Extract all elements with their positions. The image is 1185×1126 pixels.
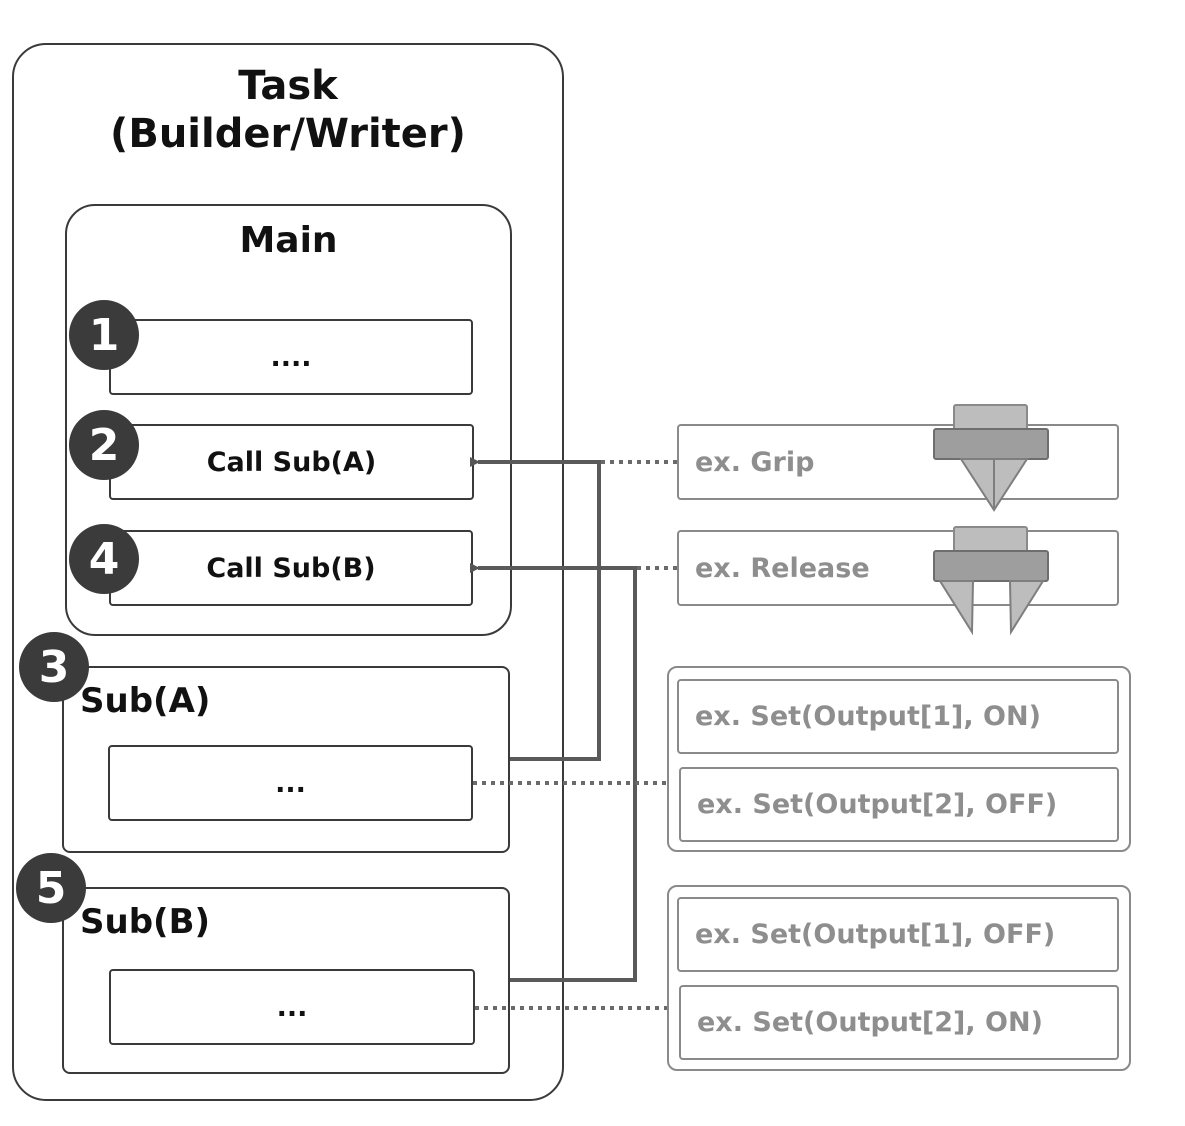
step-badge-2: 2 [69,410,139,480]
example-sub-a-output-1: ex. Set(Output[1], ON) [677,679,1119,754]
main-step-call-sub-a: Call Sub(A) [109,424,474,500]
example-sub-b-output-2-label: ex. Set(Output[2], ON) [697,1007,1043,1038]
main-step-call-sub-b-label: Call Sub(B) [206,552,376,584]
arrow-sub-a-to-call [470,457,601,761]
example-sub-a-output-1-label: ex. Set(Output[1], ON) [695,701,1041,732]
step-badge-3: 3 [19,632,89,702]
example-sub-b-output-1-label: ex. Set(Output[1], OFF) [695,919,1056,950]
sub-a-title: Sub(A) [80,681,211,721]
sub-b-title: Sub(B) [80,902,211,942]
arrow-sub-b-to-call [470,563,637,982]
example-sub-b-output-2: ex. Set(Output[2], ON) [679,985,1119,1060]
task-title-line1: Task [238,63,338,109]
example-grip-label: ex. Grip [695,446,815,478]
example-release-label: ex. Release [695,552,870,584]
example-sub-a-output-2-label: ex. Set(Output[2], OFF) [697,789,1058,820]
sub-b-content-label: ... [276,991,308,1023]
main-step-call-sub-b: Call Sub(B) [109,530,473,606]
gripper-open-icon [933,526,1049,636]
sub-b-content: ... [109,969,475,1045]
task-title: Task (Builder/Writer) [12,62,564,158]
example-sub-b-output-1: ex. Set(Output[1], OFF) [677,897,1119,972]
main-step-1-label: .... [270,341,312,373]
gripper-closed-icon [933,404,1049,512]
step-badge-5: 5 [16,853,86,923]
main-title: Main [239,220,338,261]
example-sub-a-output-2: ex. Set(Output[2], OFF) [679,767,1119,842]
main-step-call-sub-a-label: Call Sub(A) [206,446,377,478]
sub-a-content-label: ... [275,767,306,799]
sub-a-content: ... [108,745,473,821]
step-badge-1: 1 [69,300,139,370]
step-badge-4: 4 [69,524,139,594]
task-title-line2: (Builder/Writer) [110,111,466,157]
